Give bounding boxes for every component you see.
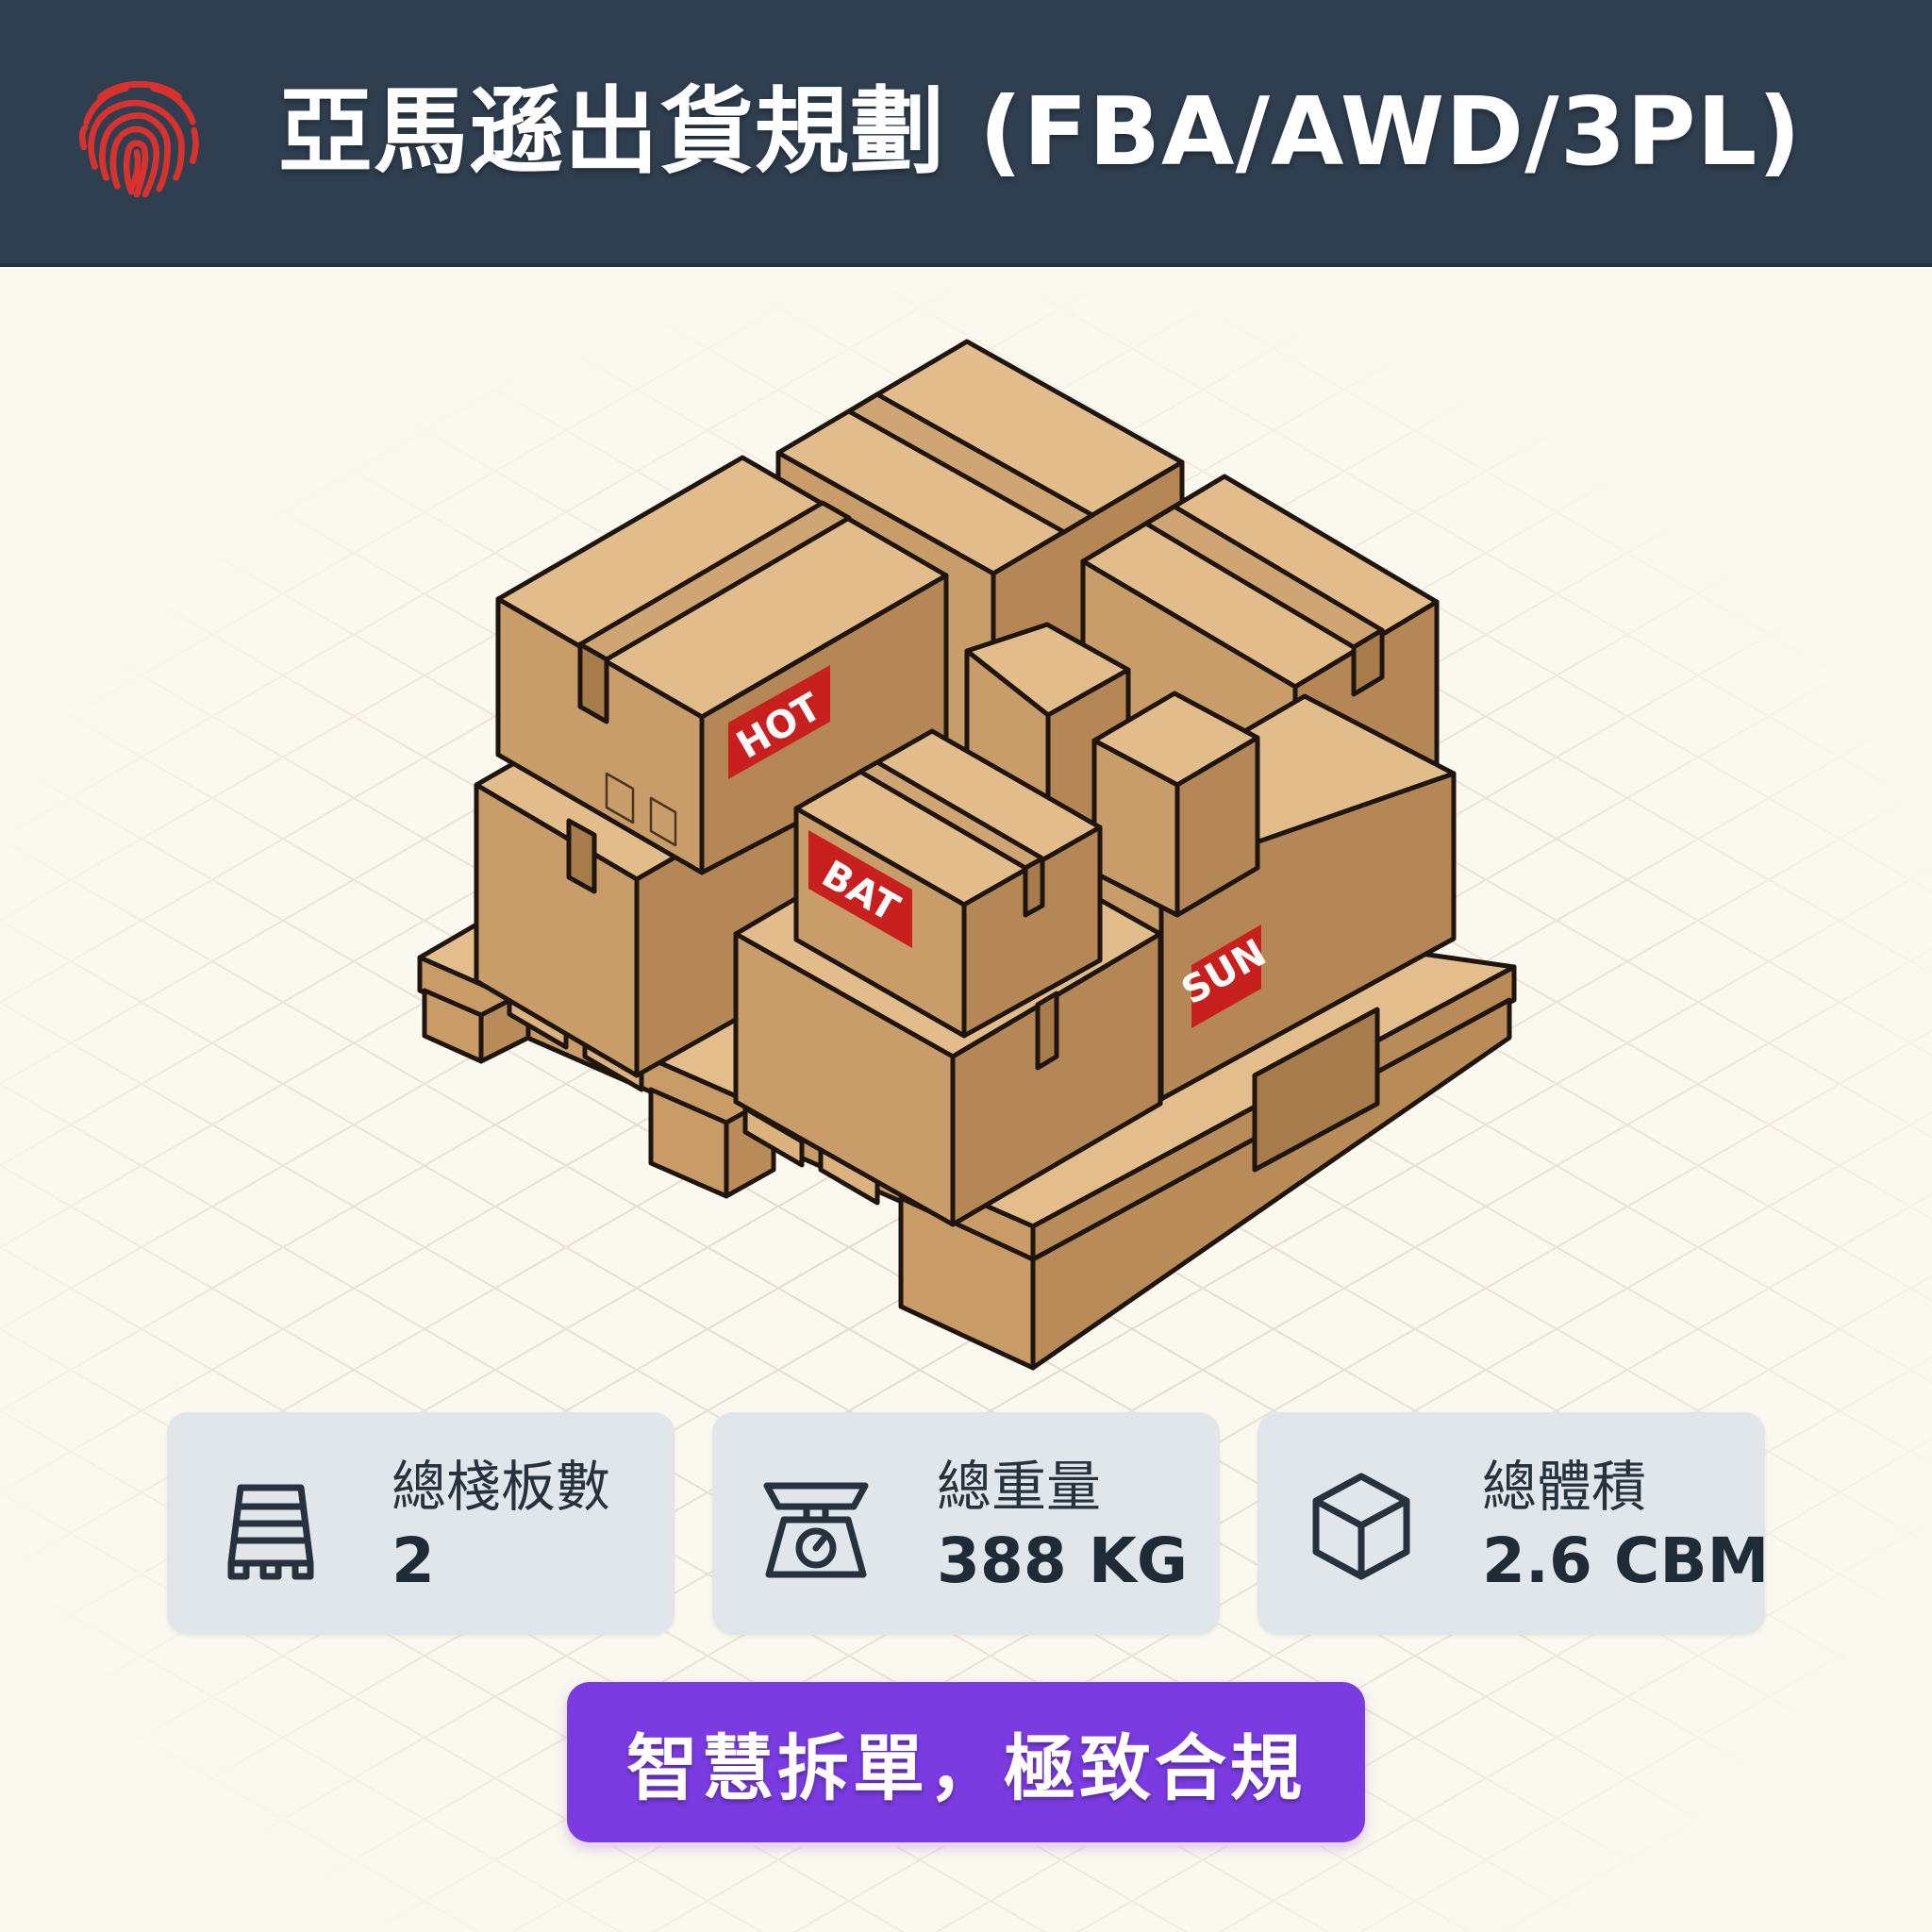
pallet-boxes-illustration: SUN HOT bbox=[417, 339, 1517, 1371]
stats-row: 總棧板數 2 總重量 388 KG 總體積 2.6 CBM bbox=[167, 1412, 1769, 1635]
stat-card-volume: 總體積 2.6 CBM bbox=[1257, 1412, 1769, 1635]
pallet-icon bbox=[227, 1484, 314, 1580]
page-title: 亞馬遜出貨規劃 (FBA/AWD/3PL) bbox=[278, 76, 1802, 187]
box-small-mid-2 bbox=[1091, 691, 1260, 918]
slogan-banner: 智慧拆單，極致合規 bbox=[567, 1682, 1365, 1842]
cube-icon bbox=[1312, 1473, 1410, 1580]
handling-icons-hot bbox=[605, 772, 677, 847]
stat-value: 2 bbox=[391, 1524, 435, 1597]
stat-card-pallets: 總棧板數 2 bbox=[167, 1412, 675, 1635]
fingerprint-icon bbox=[78, 80, 199, 198]
stat-label: 總棧板數 bbox=[391, 1455, 611, 1519]
stat-card-weight: 總重量 388 KG bbox=[712, 1412, 1220, 1635]
stat-value: 388 KG bbox=[937, 1524, 1189, 1597]
header-bar: 亞馬遜出貨規劃 (FBA/AWD/3PL) bbox=[0, 0, 1932, 267]
scale-icon bbox=[763, 1482, 869, 1578]
stat-label: 總重量 bbox=[937, 1455, 1102, 1519]
stat-value: 2.6 CBM bbox=[1482, 1524, 1770, 1597]
stat-label: 總體積 bbox=[1482, 1455, 1647, 1519]
